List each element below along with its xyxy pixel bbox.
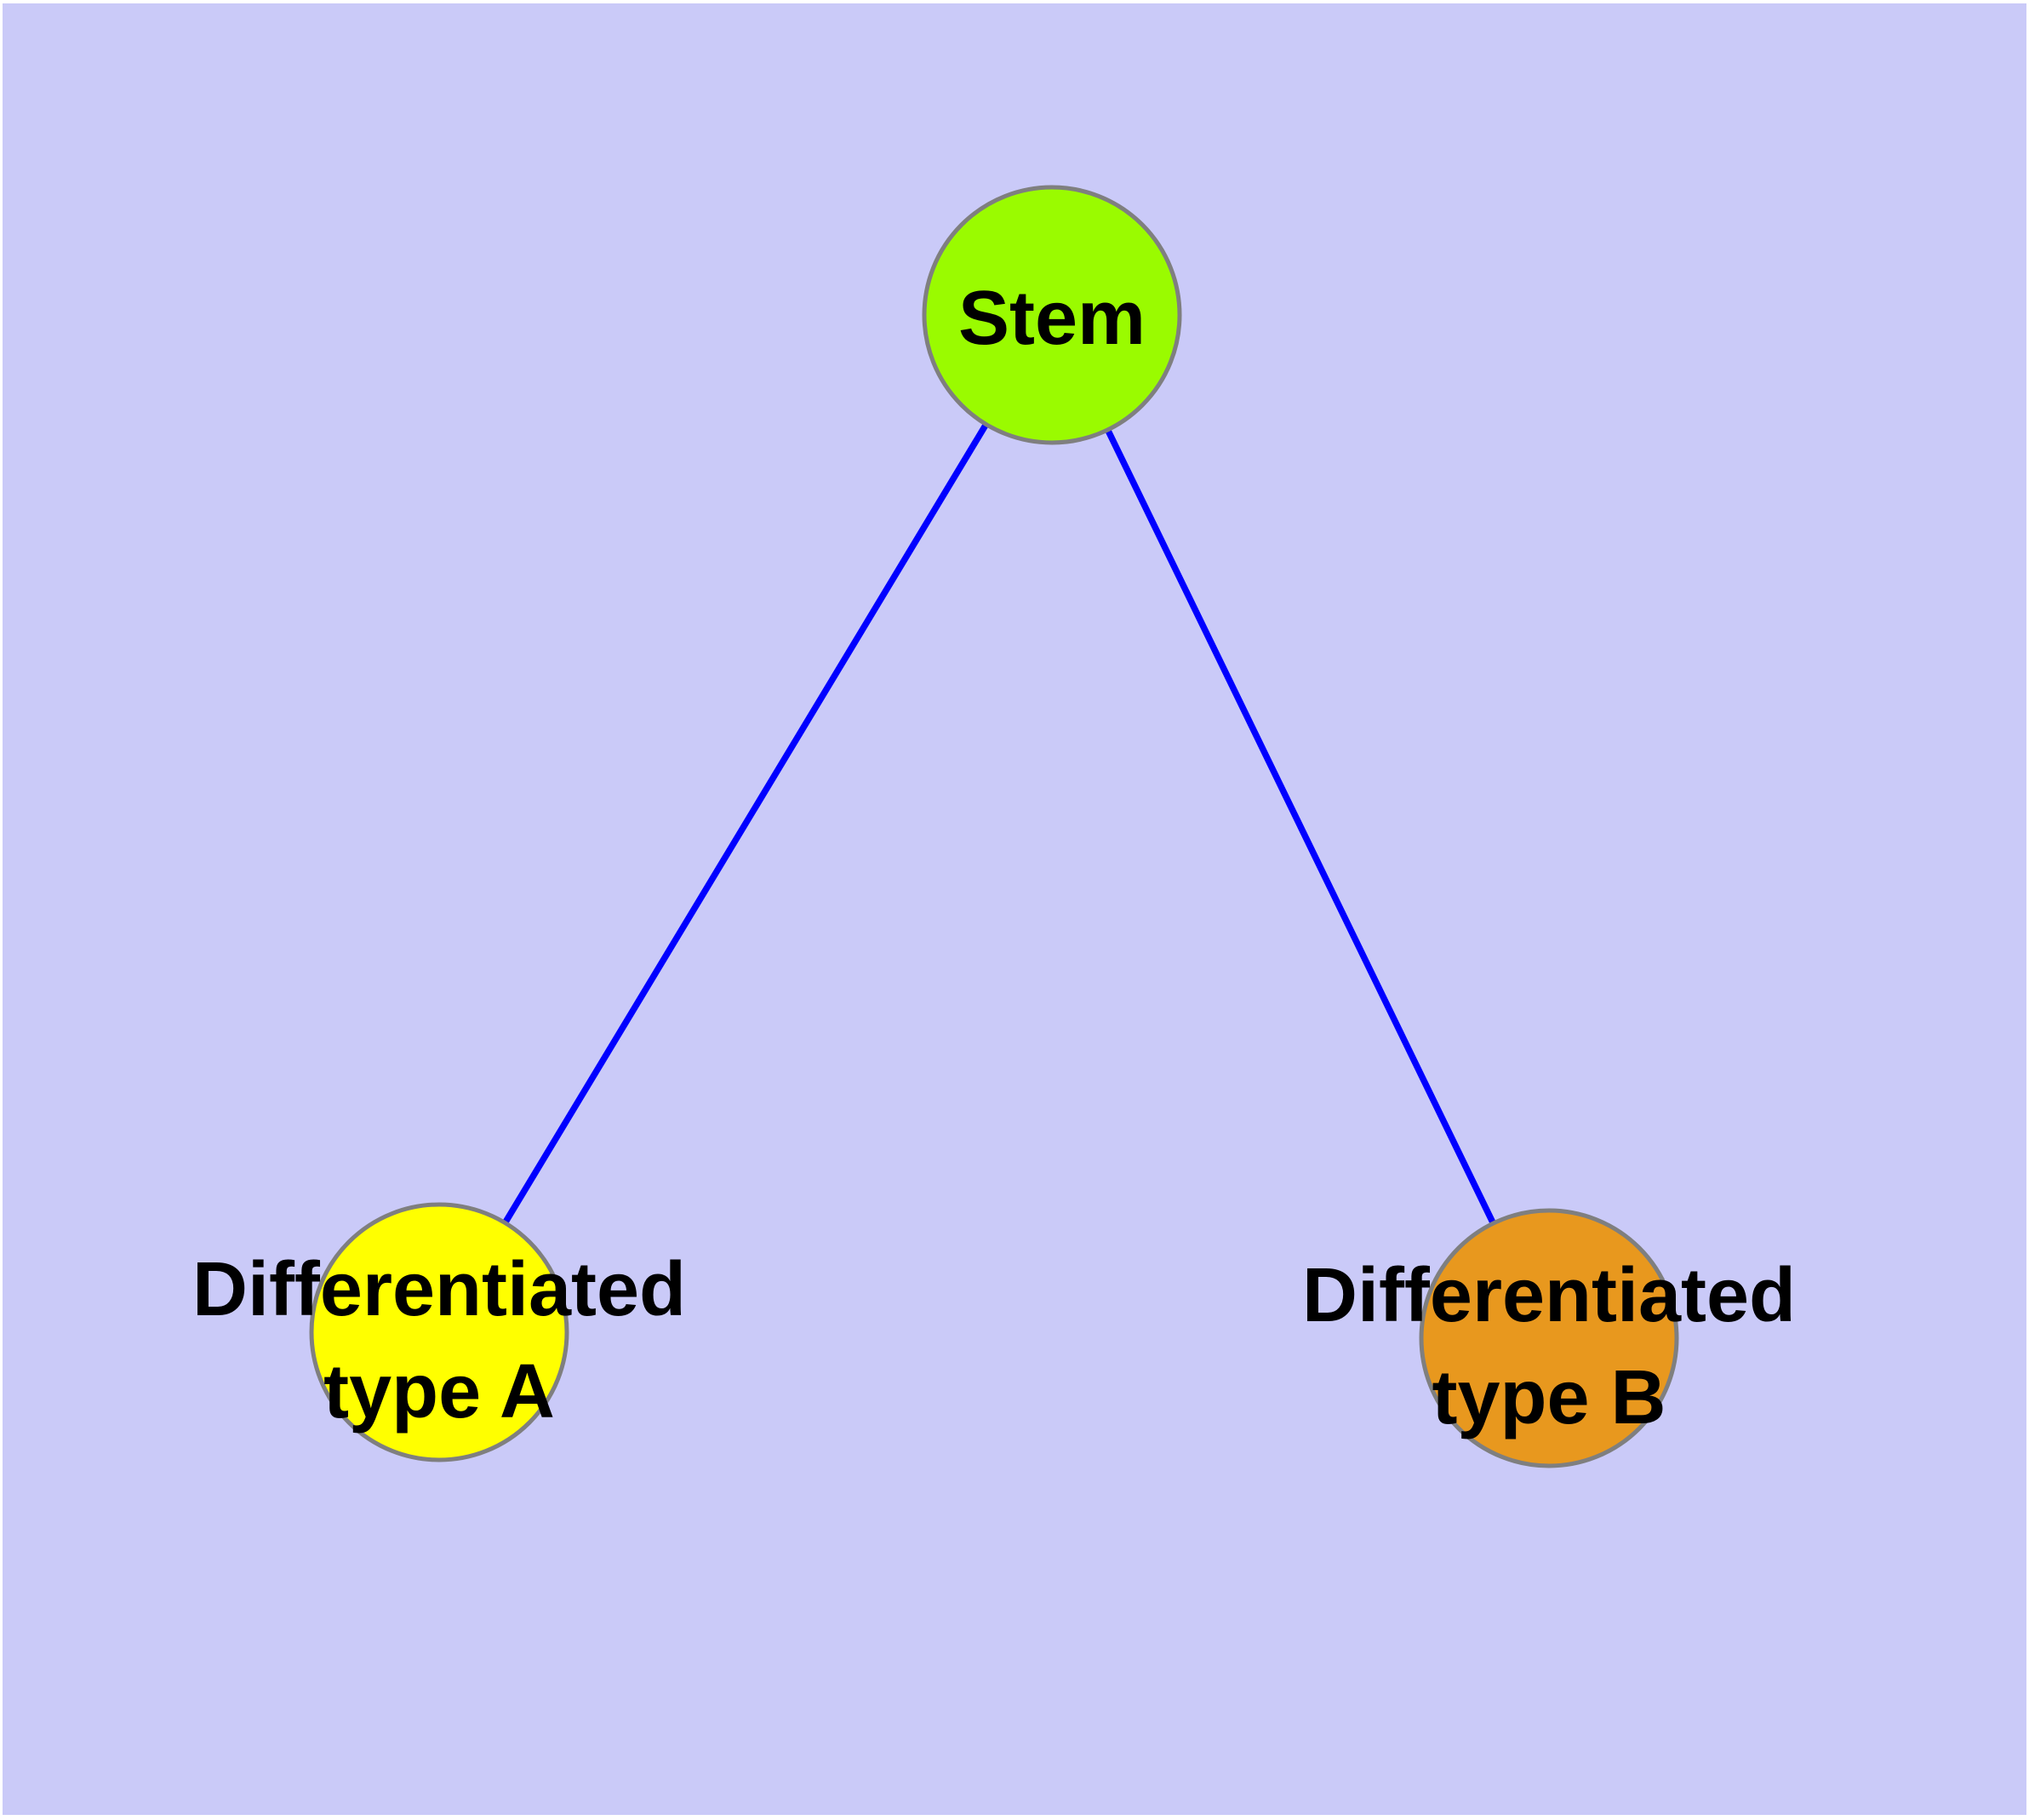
node-differentiated-type-b-label-line2: type B bbox=[1432, 1355, 1666, 1440]
node-stem-circle bbox=[922, 185, 1182, 445]
node-differentiated-type-a-label-line2: type A bbox=[323, 1349, 555, 1434]
edge-stem-to-type-b bbox=[1049, 313, 1552, 1340]
node-differentiated-type-b-label-line1: Differentiated bbox=[1302, 1253, 1796, 1338]
edge-stem-to-type-a bbox=[436, 313, 1055, 1334]
node-stem-label: Stem bbox=[958, 276, 1146, 361]
node-differentiated-type-b-circle bbox=[1419, 1208, 1679, 1468]
node-differentiated-type-a-circle bbox=[309, 1202, 569, 1462]
node-differentiated-type-a-label-line1: Differentiated bbox=[192, 1247, 686, 1332]
